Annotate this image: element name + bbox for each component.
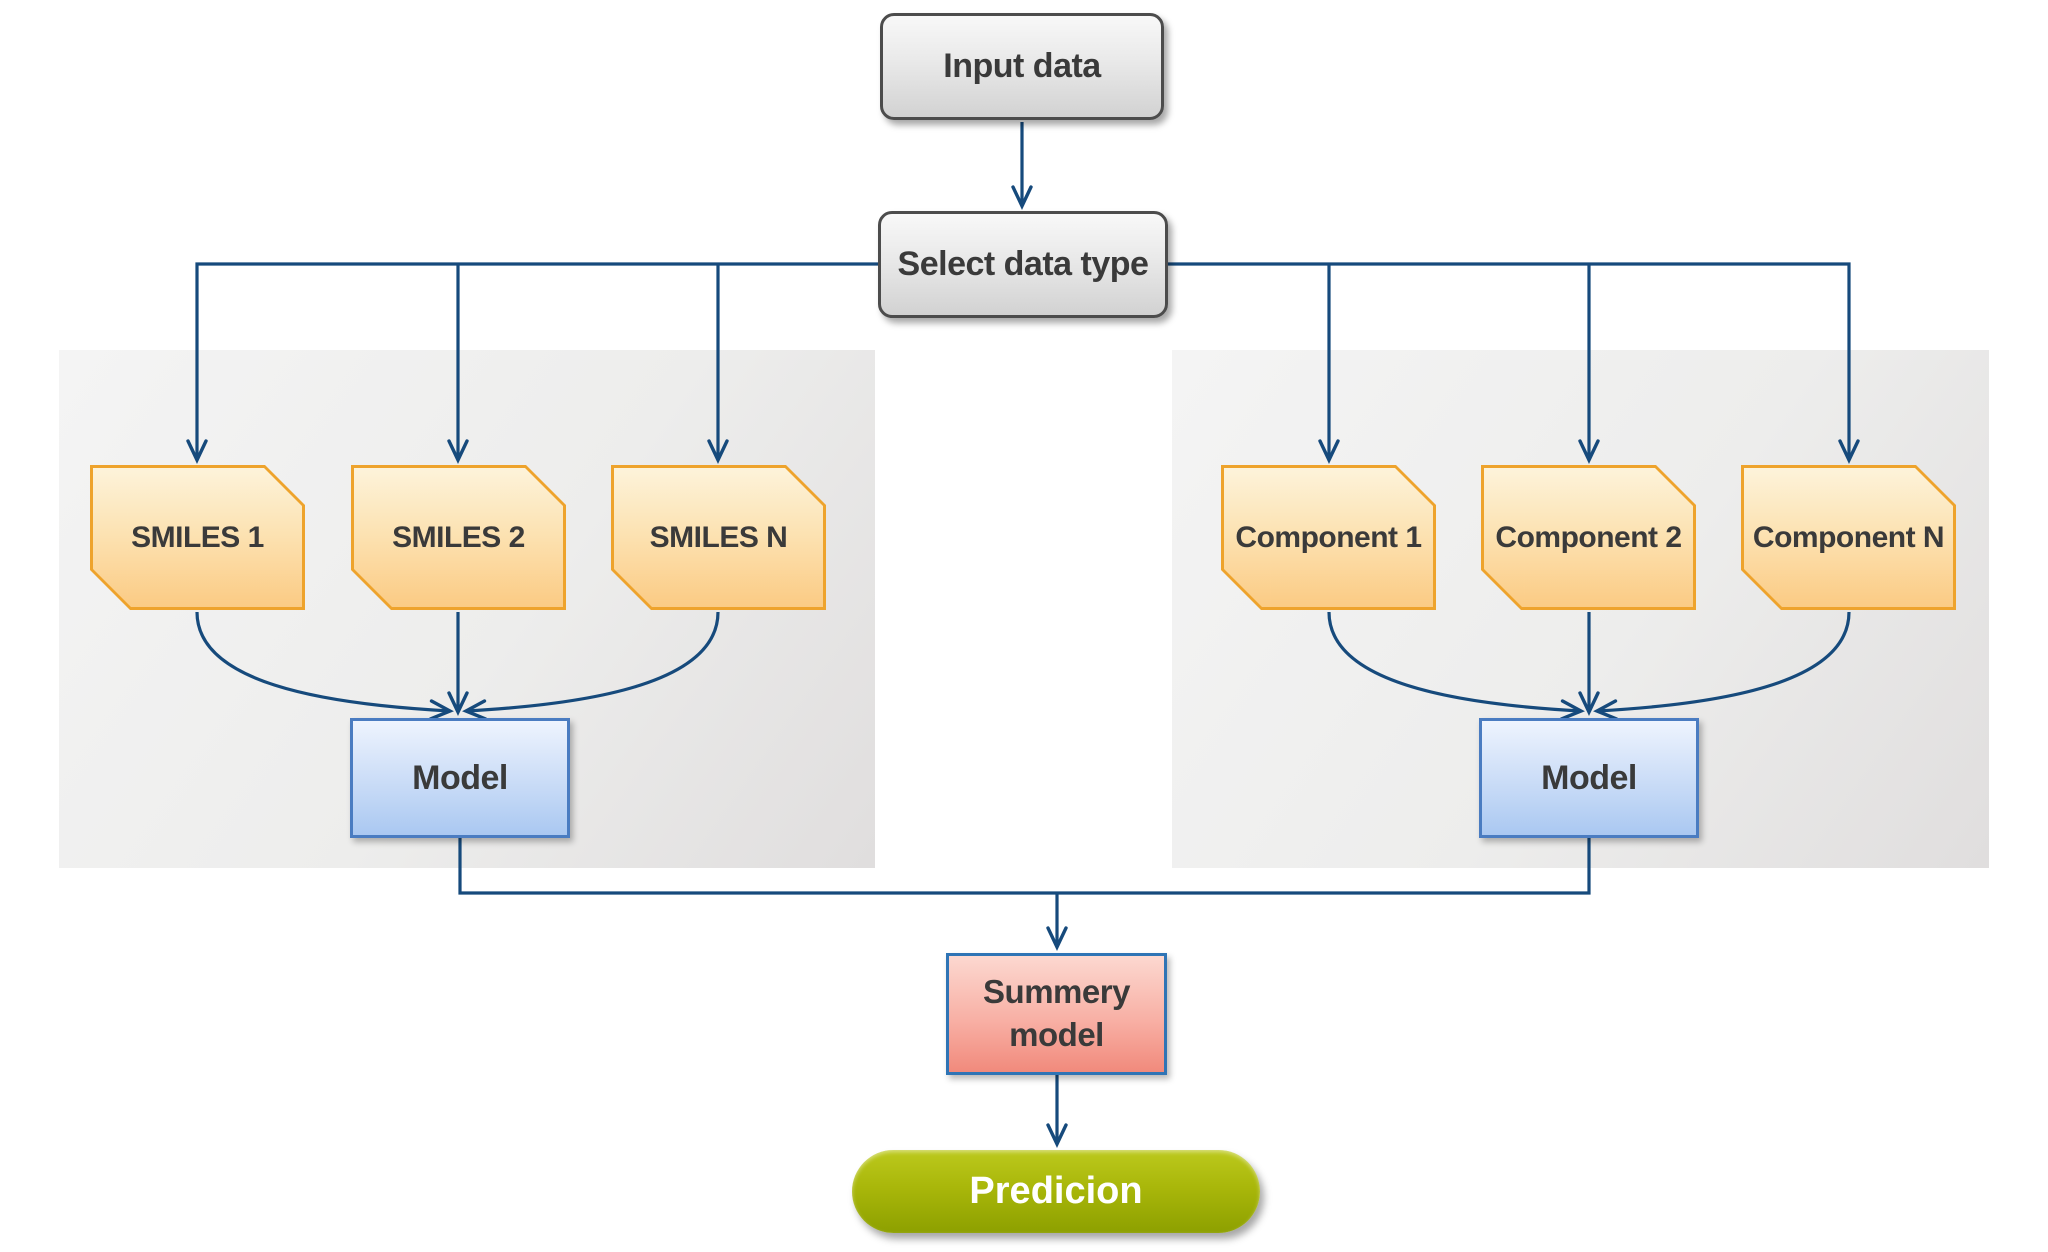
- node-model-left-label: Model: [412, 758, 508, 797]
- node-model-right: Model: [1479, 718, 1699, 838]
- node-smiles-n-label: SMILES N: [649, 520, 788, 554]
- node-summery-model-label: Summery model: [983, 973, 1130, 1053]
- node-select-data-type: Select data type: [878, 211, 1168, 318]
- node-smiles-1: SMILES 1: [90, 465, 305, 610]
- node-predicion-label: Predicion: [969, 1170, 1143, 1212]
- node-model-left: Model: [350, 718, 570, 838]
- node-smiles-2-label: SMILES 2: [392, 520, 525, 554]
- node-input-data: Input data: [880, 13, 1164, 120]
- card-background: [1224, 468, 1433, 607]
- node-smiles-1-label: SMILES 1: [131, 520, 264, 554]
- node-component-1-label: Component 1: [1235, 520, 1422, 554]
- node-summery-model: Summery model: [946, 953, 1167, 1075]
- node-component-n: Component N: [1741, 465, 1956, 610]
- card-background: [93, 468, 302, 607]
- card-background: [1744, 468, 1953, 607]
- node-component-n-label: Component N: [1752, 520, 1945, 554]
- card-background: [354, 468, 563, 607]
- card-background: [614, 468, 823, 607]
- node-component-2-label: Component 2: [1495, 520, 1682, 554]
- card-background: [1484, 468, 1693, 607]
- node-predicion: Predicion: [852, 1150, 1260, 1233]
- node-select-data-type-label: Select data type: [897, 245, 1149, 283]
- node-input-data-label: Input data: [943, 47, 1101, 85]
- node-component-1: Component 1: [1221, 465, 1436, 610]
- node-smiles-n: SMILES N: [611, 465, 826, 610]
- node-smiles-2: SMILES 2: [351, 465, 566, 610]
- node-component-2: Component 2: [1481, 465, 1696, 610]
- node-model-right-label: Model: [1541, 758, 1637, 797]
